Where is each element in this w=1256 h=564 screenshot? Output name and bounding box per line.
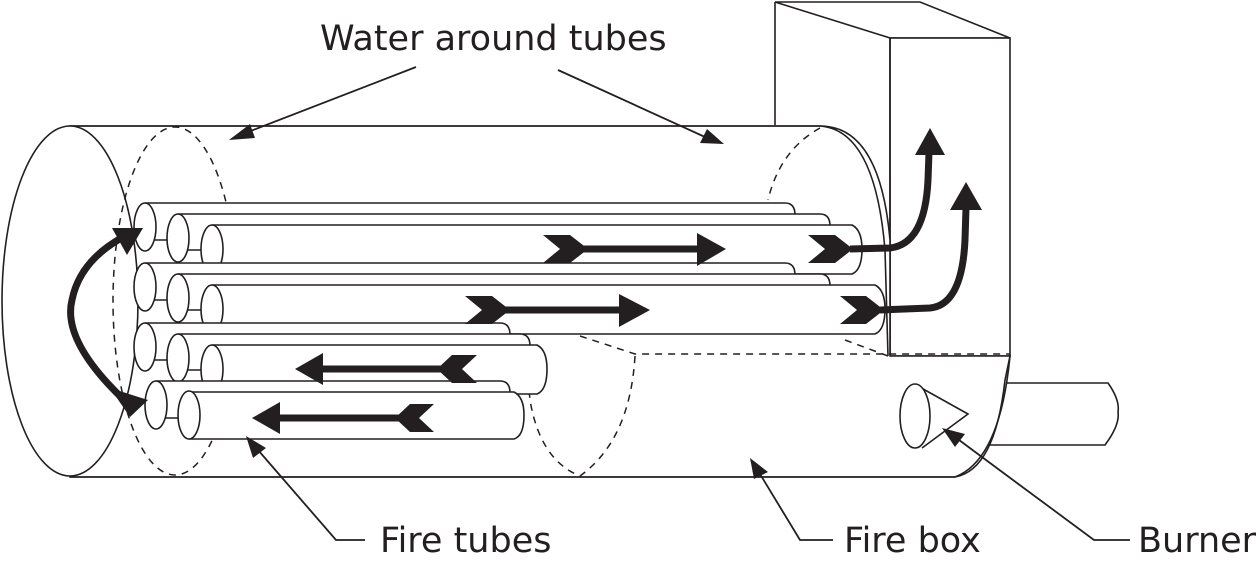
fire-tubes-label: Fire tubes (380, 521, 551, 561)
leader-lines (229, 66, 1130, 541)
flow-arrow-turnaround (67, 228, 148, 417)
flow-arrow-right (543, 233, 726, 266)
exhaust-stack (774, 1, 1011, 357)
flow-arrow-exit (808, 128, 945, 263)
flow-arrow-exit (840, 182, 982, 324)
flow-arrow-right (465, 294, 650, 327)
flow-arrow-left (252, 402, 434, 434)
burner-label: Burner (1138, 521, 1256, 561)
water-around-tubes-label: Water around tubes (320, 19, 667, 59)
flow-arrows (67, 128, 982, 434)
flow-arrow-left (295, 353, 477, 385)
fire-box-label: Fire box (844, 521, 981, 561)
burner-pipe (985, 382, 1120, 446)
burner (899, 383, 970, 449)
